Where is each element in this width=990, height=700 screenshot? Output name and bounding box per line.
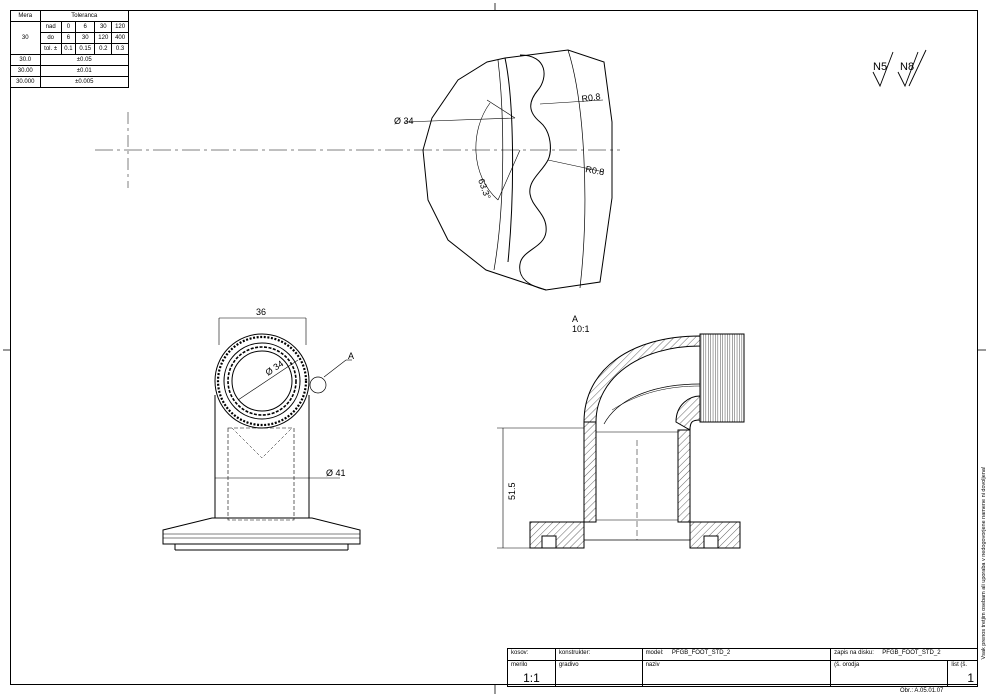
detail-radius-1: R0.8 — [581, 91, 601, 104]
title-block: kosov: konstrukter: model: PFGB_FOOT_STD… — [507, 648, 978, 687]
finish-n8: N8 — [900, 61, 914, 73]
detail-view — [95, 49, 620, 291]
tb-kosov: kosov: — [507, 648, 556, 661]
front-inner-dia: Ø 34 — [264, 358, 286, 377]
section-callout-a: A — [348, 351, 354, 361]
tb-merilo: merilo 1:1 — [507, 660, 556, 687]
tb-zapis: zapis na disku: PFGB_FOOT_STD_2 — [830, 648, 978, 661]
tb-merilo-label: merilo — [511, 662, 528, 668]
side-note-text: Vsak prenos tretjim osebam ali uporaba v… — [981, 466, 987, 660]
tb-merilo-value: 1:1 — [523, 671, 540, 685]
detail-angle-label: 63.3° — [476, 177, 493, 201]
tb-gradivo: gradivo — [554, 660, 643, 687]
tb-zapis-value: PFGB_FOOT_STD_2 — [882, 650, 941, 656]
drawing-frame — [10, 10, 978, 685]
surface-finish-symbols — [872, 49, 927, 88]
tb-list-label: list (š. — [951, 662, 968, 668]
tb-konstrukter: konstrukter: — [554, 648, 643, 661]
tb-model-value: PFGB_FOOT_STD_2 — [671, 650, 731, 656]
tb-orodja: (š. orodja — [830, 660, 949, 687]
tb-naziv: naziv — [641, 660, 832, 687]
drawing-number: Obr.: A.05.01.07 — [900, 688, 944, 694]
tolerance-table: Mera Toleranca 30 nad 0 6 30 120 do 6 30… — [10, 10, 130, 88]
front-view — [162, 317, 361, 551]
side-note: Vsak prenos tretjim osebam ali uporaba v… — [979, 450, 990, 685]
section-label: A — [572, 314, 578, 324]
finish-n5: N5 — [873, 61, 887, 73]
front-width-dim: 36 — [256, 307, 266, 317]
row-mera: 30.000 — [10, 76, 41, 88]
tb-list: list (š. 1 — [947, 660, 978, 687]
row-tol: ±0.005 — [39, 76, 130, 88]
section-scale: 10:1 — [572, 324, 590, 334]
detail-radius-2: R0.8 — [585, 164, 605, 177]
tb-zapis-label: zapis na disku: — [834, 650, 874, 656]
section-view — [497, 333, 745, 549]
tb-model-label: model: — [645, 650, 664, 656]
front-outer-dia: Ø 41 — [326, 468, 346, 478]
tb-model: model: PFGB_FOOT_STD_2 — [641, 648, 832, 661]
detail-dia-label: Ø 34 — [394, 116, 414, 126]
tb-list-value: 1 — [967, 671, 974, 685]
section-height-dim: 51.5 — [507, 482, 517, 500]
